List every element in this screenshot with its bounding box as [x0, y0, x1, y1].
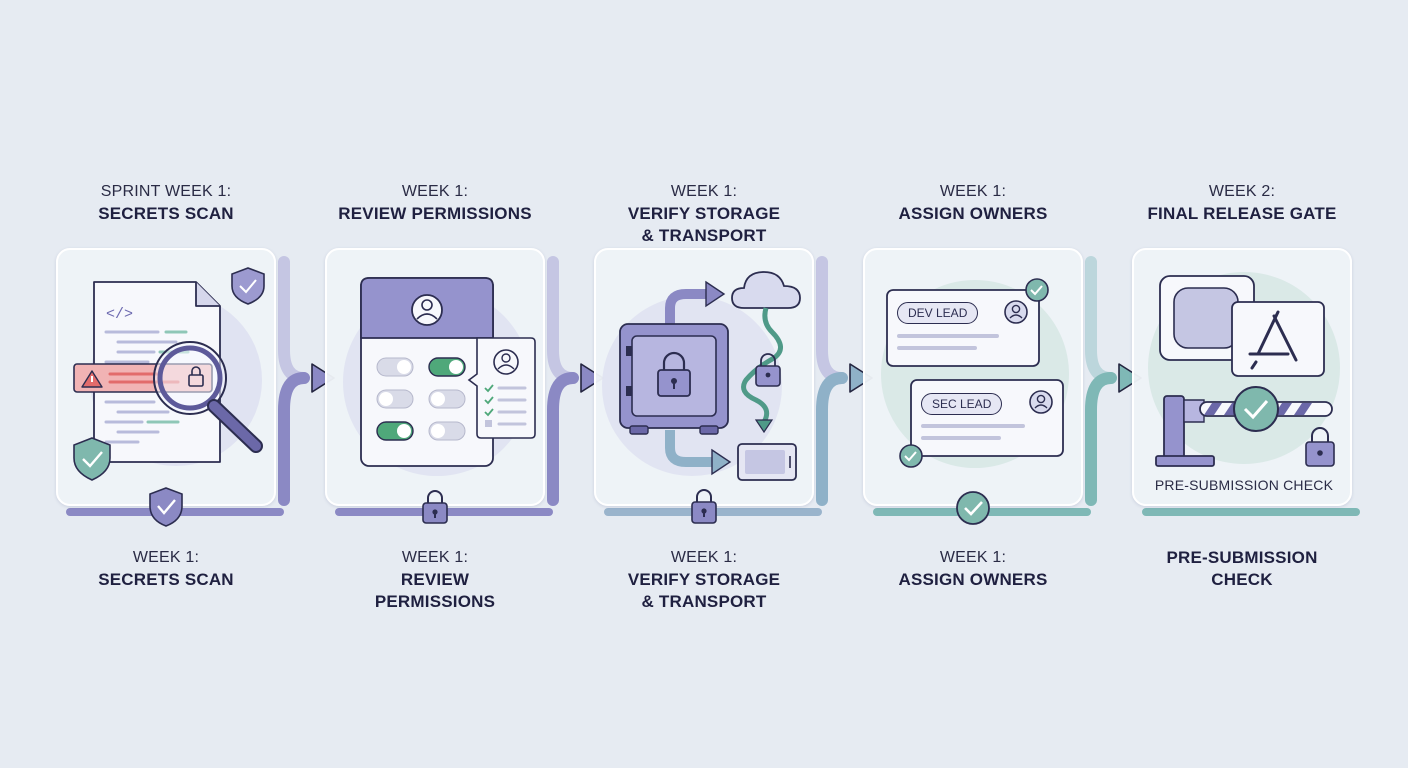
step-1-top-title: SECRETS SCAN [98, 204, 234, 223]
step-2-bottom-week: WEEK 1: [401, 549, 469, 566]
step-4-top-title: ASSIGN OWNERS [898, 204, 1048, 223]
step-1-bottom-label: WEEK 1: SECRETS SCAN [40, 547, 292, 591]
arrowhead-4 [1118, 363, 1142, 393]
connector-4-5 [1085, 256, 1117, 384]
step-1-top-week: SPRINT WEEK 1: [100, 183, 232, 200]
connector-4-5-return [1085, 372, 1117, 506]
step-4-bottom-week: WEEK 1: [939, 549, 1007, 566]
lock-icon [755, 353, 781, 387]
step-5-bottom-label: PRE-SUBMISSION CHECK [1116, 547, 1368, 591]
magnifier-icon [153, 341, 263, 453]
step-3-top-title: VERIFY STORAGE & TRANSPORT [627, 204, 781, 245]
check-circle-icon [956, 491, 990, 525]
step-3-top-label: WEEK 1: VERIFY STORAGE & TRANSPORT [578, 181, 830, 247]
step-2-bottom-label: WEEK 1: REVIEW PERMISSIONS [309, 547, 561, 613]
connector-3-4-return [816, 372, 848, 506]
step-3-bottom-title: VERIFY STORAGE & TRANSPORT [627, 570, 781, 611]
step-5-bottom-title: PRE-SUBMISSION CHECK [1166, 548, 1318, 589]
connector-1-2-return [278, 372, 310, 506]
connector-2-3-return [547, 372, 579, 506]
cloud-icon [731, 271, 801, 309]
step-2-card [325, 248, 545, 506]
step-1-card: </> [56, 248, 276, 506]
arrowhead-2 [580, 363, 604, 393]
device-icon [737, 443, 797, 481]
step-5-top-title: FINAL RELEASE GATE [1147, 204, 1337, 223]
step-3-card [594, 248, 814, 506]
step-4-card: DEV LEAD SEC LEAD [863, 248, 1083, 506]
step-2-top-title: REVIEW PERMISSIONS [338, 204, 532, 223]
step-2-bottom-title: REVIEW PERMISSIONS [374, 570, 496, 611]
step-4-top-label: WEEK 1: ASSIGN OWNERS [847, 181, 1099, 225]
user-avatar-icon [411, 294, 443, 326]
app-window-icon [1159, 275, 1255, 361]
step-1-top-label: SPRINT WEEK 1: SECRETS SCAN [40, 181, 292, 225]
step-4-top-week: WEEK 1: [939, 183, 1007, 200]
checklist-icon [467, 337, 536, 439]
step-4-bottom-title: ASSIGN OWNERS [898, 570, 1048, 589]
step-3-bottom-week: WEEK 1: [670, 549, 738, 566]
transfer-arrows [665, 280, 732, 476]
lock-icon [422, 490, 448, 524]
step-1-bottom-title: SECRETS SCAN [98, 570, 234, 589]
lock-icon [1305, 427, 1335, 467]
step-2-top-label: WEEK 1: REVIEW PERMISSIONS [309, 181, 561, 225]
step-3-top-week: WEEK 1: [670, 183, 738, 200]
step-3-bottom-label: WEEK 1: VERIFY STORAGE & TRANSPORT [578, 547, 830, 613]
step-4-bottom-label: WEEK 1: ASSIGN OWNERS [847, 547, 1099, 591]
arrowhead-3 [849, 363, 873, 393]
shield-check-icon [149, 487, 183, 527]
pre-submission-caption: PRE-SUBMISSION CHECK [1154, 477, 1334, 493]
check-circle-icon [1233, 386, 1279, 432]
arrowhead-1 [311, 363, 335, 393]
lock-icon [691, 489, 717, 524]
vault-safe-icon [619, 323, 729, 435]
step-5-card: PRE-SUBMISSION CHECK [1132, 248, 1352, 506]
app-store-icon [1231, 301, 1325, 377]
step-2-top-week: WEEK 1: [401, 183, 469, 200]
step-1-bottom-week: WEEK 1: [132, 549, 200, 566]
step-5-top-week: WEEK 2: [1208, 183, 1276, 200]
connector-2-3 [547, 256, 579, 384]
step-5-top-label: WEEK 2: FINAL RELEASE GATE [1116, 181, 1368, 225]
toggle-switch-icon [376, 357, 466, 441]
svg-text:</>: </> [106, 306, 133, 323]
connector-3-4 [816, 256, 848, 384]
dev-lead-badge: DEV LEAD [897, 302, 979, 324]
connector-1-2 [278, 256, 310, 384]
shield-check-icon [73, 267, 265, 481]
sec-lead-badge: SEC LEAD [921, 393, 1003, 415]
